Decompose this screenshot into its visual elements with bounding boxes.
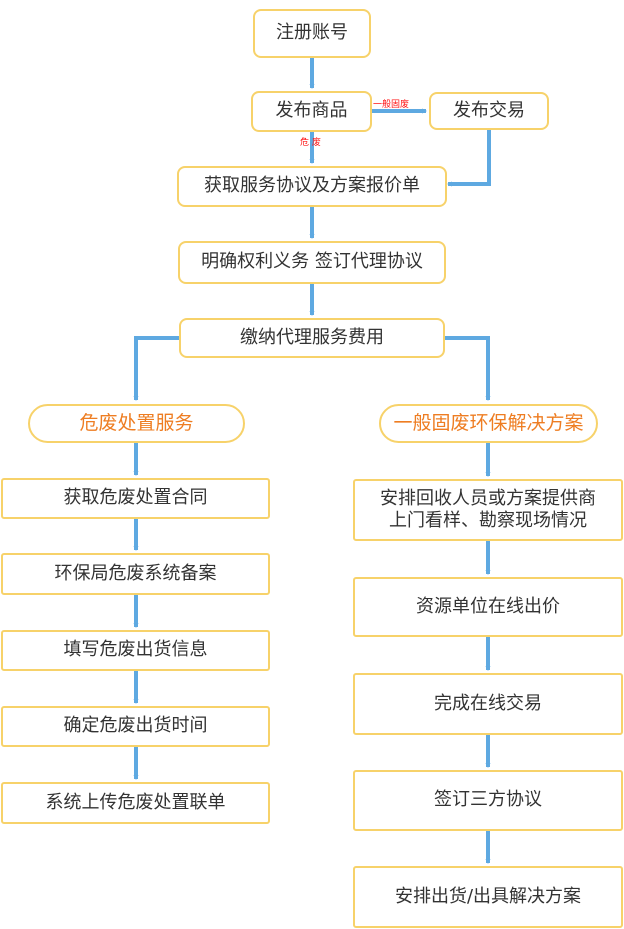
left-step-5: 系统上传危废处置联单 [1, 782, 270, 824]
arrow-fee-to-right-branch [445, 336, 491, 401]
left-step-2: 环保局危废系统备案 [1, 553, 270, 595]
right-step-5: 安排出货/出具解决方案 [353, 866, 623, 928]
node-pay-fee: 缴纳代理服务费用 [179, 318, 445, 358]
node-publish-goods: 发布商品 [251, 91, 372, 132]
right-step-1: 安排回收人员或方案提供商 上门看样、勘察现场情况 [353, 479, 623, 541]
right-step-2: 资源单位在线出价 [353, 577, 623, 637]
node-publish-trade: 发布交易 [429, 92, 549, 130]
right-step-3: 完成在线交易 [353, 673, 623, 735]
edge-label-hazardous-waste: 危 废 [300, 138, 321, 148]
edge-label-general-waste: 一般固废 [373, 100, 410, 110]
left-branch-title: 危废处置服务 [28, 404, 245, 443]
right-step-4: 签订三方协议 [353, 770, 623, 831]
node-rights-obligations: 明确权利义务 签订代理协议 [178, 241, 446, 284]
right-branch-title: 一般固废环保解决方案 [379, 404, 598, 443]
left-step-4: 确定危废出货时间 [1, 706, 270, 747]
arrow-trade-to-agreement [447, 130, 491, 187]
left-step-3: 填写危废出货信息 [1, 630, 270, 671]
left-step-1: 获取危废处置合同 [1, 478, 270, 519]
arrow-fee-to-left-branch [133, 336, 179, 401]
node-service-agreement: 获取服务协议及方案报价单 [177, 166, 447, 207]
node-register: 注册账号 [253, 9, 371, 58]
